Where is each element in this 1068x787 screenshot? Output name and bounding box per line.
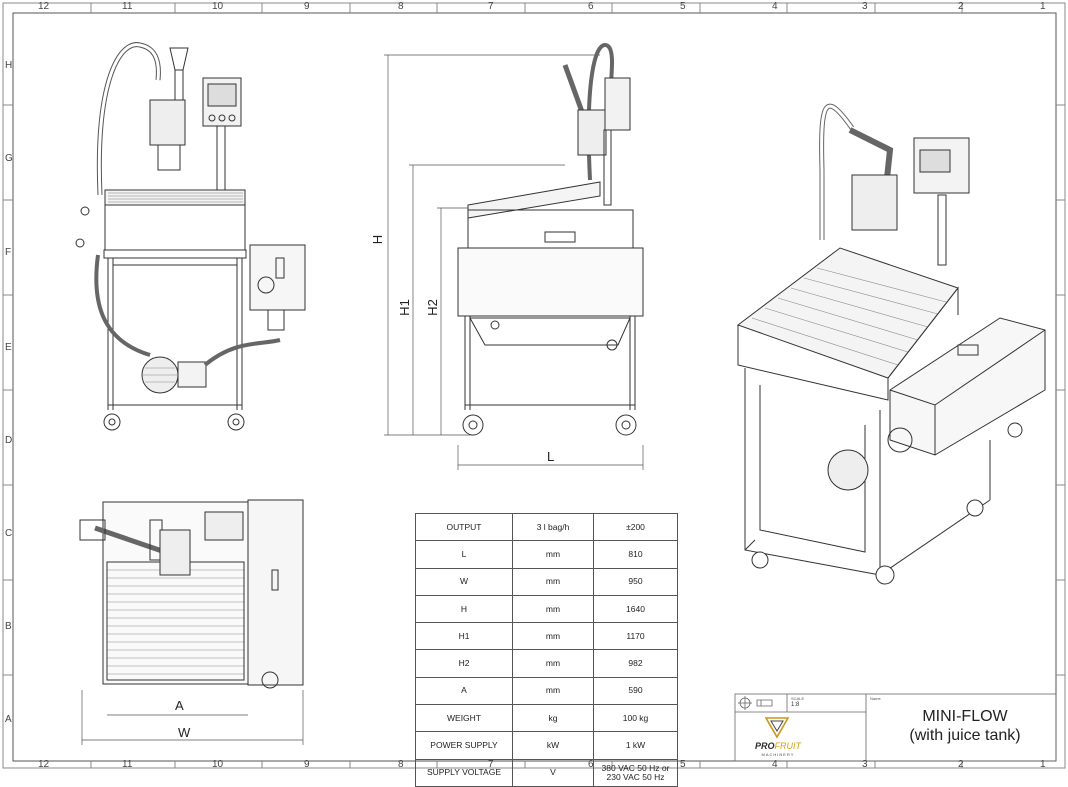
spec-value: 810: [593, 540, 678, 569]
table-row: W mm 950: [415, 567, 678, 596]
zone-row-e: E: [5, 342, 12, 353]
zone-row-d: D: [5, 435, 13, 446]
table-row: A mm 590: [415, 676, 678, 706]
zone-row-g: G: [5, 153, 13, 164]
dim-label-h1: H1: [396, 299, 412, 316]
table-row: POWER SUPPLY kW 1 kW: [415, 731, 678, 760]
spec-param: POWER SUPPLY: [415, 731, 513, 760]
zone-col-8-top: 8: [398, 1, 404, 12]
table-row: H mm 1640: [415, 594, 678, 624]
zone-col-9-bottom: 9: [304, 759, 310, 770]
dim-label-l: L: [547, 449, 555, 464]
front-view: [75, 42, 306, 431]
table-row: SUPPLY VOLTAGE V 380 VAC 50 Hz or 230 VA…: [415, 758, 678, 787]
zone-col-3-bottom: 3: [862, 759, 868, 770]
zone-col-4-top: 4: [772, 1, 778, 12]
spec-table: OUTPUT 3 l bag/h ±200 L mm 810 W mm 950 …: [415, 512, 678, 787]
zone-col-12-bottom: 12: [38, 759, 50, 770]
table-row: OUTPUT 3 l bag/h ±200: [415, 512, 678, 542]
drawing-title: MINI-FLOW (with juice tank): [870, 707, 1060, 745]
dim-label-h: H: [370, 234, 386, 245]
spec-value: ±200: [593, 512, 678, 542]
zone-col-2-top: 2: [958, 1, 964, 12]
zone-row-f: F: [5, 247, 12, 258]
drawing-title-line1: MINI-FLOW: [922, 708, 1008, 725]
spec-unit: 3 l bag/h: [512, 512, 594, 542]
spec-value: 1170: [593, 622, 678, 651]
zone-col-3-top: 3: [862, 1, 868, 12]
zone-col-11-bottom: 11: [122, 759, 133, 770]
spec-param: H1: [415, 622, 513, 651]
spec-unit: mm: [512, 649, 594, 678]
spec-unit: mm: [512, 567, 594, 596]
spec-param: H2: [415, 649, 513, 678]
logo-pro: PRO: [754, 741, 775, 751]
zone-col-1-top: 1: [1040, 1, 1046, 12]
spec-value: 950: [593, 567, 678, 596]
zone-row-c: C: [5, 528, 13, 539]
spec-value: 380 VAC 50 Hz or 230 VAC 50 Hz: [593, 758, 678, 787]
drawing-sheet: [2, 2, 1066, 769]
table-row: L mm 810: [415, 540, 678, 569]
spec-param: W: [415, 567, 513, 596]
isometric-view: [736, 103, 1046, 585]
zone-col-2-bottom: 2: [958, 759, 964, 770]
zone-col-12-top: 12: [38, 1, 50, 12]
spec-unit: mm: [512, 540, 594, 569]
zone-col-5-bottom: 5: [680, 759, 686, 770]
spec-param: WEIGHT: [415, 704, 513, 733]
title-block: [734, 693, 1057, 762]
spec-unit: V: [512, 758, 594, 787]
spec-unit: mm: [512, 676, 594, 706]
zone-col-6-top: 6: [588, 1, 594, 12]
scale-value: 1:8: [791, 702, 800, 708]
side-view: [384, 42, 644, 470]
spec-param: H: [415, 594, 513, 624]
table-row: WEIGHT kg 100 kg: [415, 704, 678, 733]
dim-label-h2: H2: [424, 299, 440, 316]
zone-row-a: A: [5, 714, 12, 725]
zone-col-10-top: 10: [212, 1, 224, 12]
spec-param: A: [415, 676, 513, 706]
spec-value: 1 kW: [593, 731, 678, 760]
zone-col-1-bottom: 1: [1040, 759, 1046, 770]
zone-col-10-bottom: 10: [212, 759, 224, 770]
dim-label-w: W: [178, 725, 191, 740]
drawing-title-line2: (with juice tank): [909, 727, 1021, 744]
spec-unit: mm: [512, 594, 594, 624]
scale-label: SCALE: [791, 696, 805, 701]
spec-param: SUPPLY VOLTAGE: [415, 758, 513, 787]
zone-col-7-top: 7: [488, 1, 494, 12]
spec-value-line1: 380 VAC 50 Hz or: [601, 762, 670, 773]
zone-col-4-bottom: 4: [772, 759, 778, 770]
name-label: Name: [870, 696, 881, 701]
spec-value: 100 kg: [593, 704, 678, 733]
dim-label-a: A: [175, 698, 184, 713]
spec-unit: mm: [512, 622, 594, 651]
spec-value: 1640: [593, 594, 678, 624]
spec-param: OUTPUT: [415, 512, 513, 542]
zone-row-b: B: [5, 621, 12, 632]
spec-unit: kg: [512, 704, 594, 733]
zone-col-5-top: 5: [680, 1, 686, 12]
zone-row-h: H: [5, 60, 13, 71]
table-row: H1 mm 1170: [415, 622, 678, 651]
top-view: [79, 499, 304, 745]
spec-unit: kW: [512, 731, 594, 760]
company-logo: PROFRUIT: [748, 741, 808, 751]
spec-value: 982: [593, 649, 678, 678]
logo-fruit: FRUIT: [774, 741, 802, 751]
spec-value: 590: [593, 676, 678, 706]
zone-col-11-top: 11: [122, 1, 133, 12]
logo-subtitle: MACHINERY: [761, 752, 795, 757]
table-row: H2 mm 982: [415, 649, 678, 678]
spec-value-line2: 230 VAC 50 Hz: [606, 771, 665, 782]
zone-col-8-bottom: 8: [398, 759, 404, 770]
spec-param: L: [415, 540, 513, 569]
zone-col-9-top: 9: [304, 1, 310, 12]
